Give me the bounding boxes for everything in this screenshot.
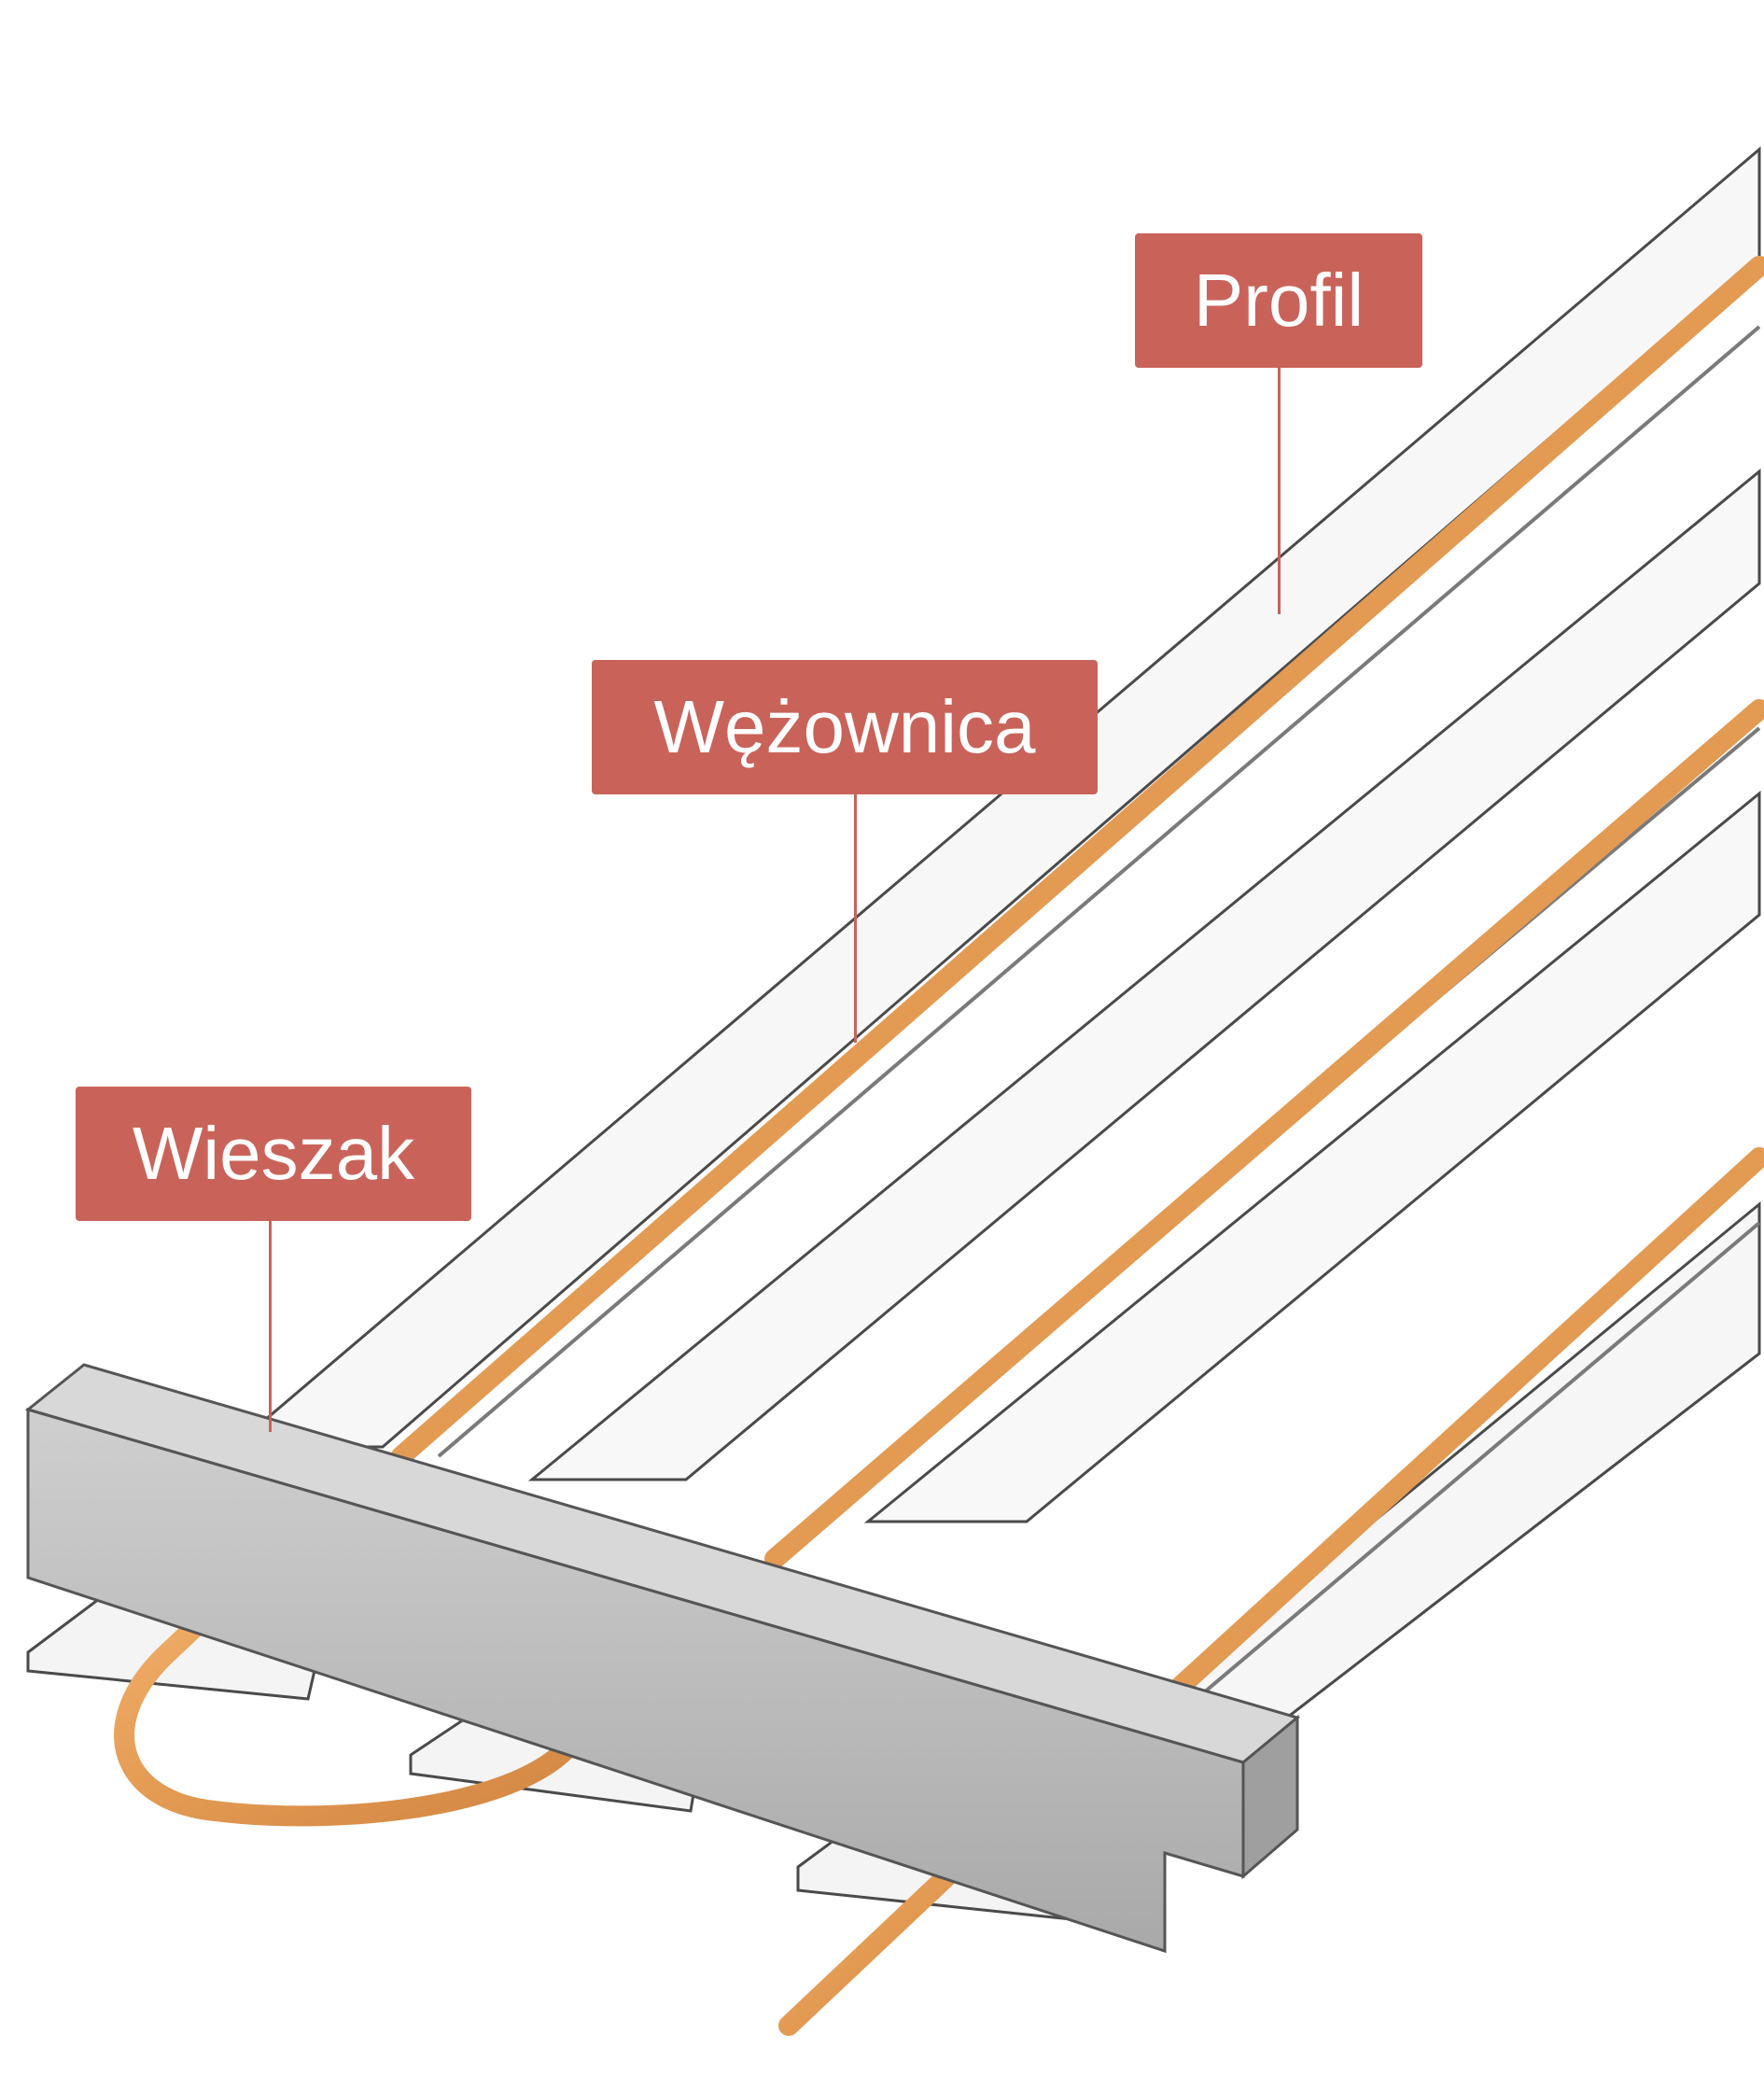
profile-label: Profil [1135, 233, 1422, 368]
pipe-label: Wężownica [592, 660, 1098, 794]
profile-strip-1 [229, 146, 1761, 1449]
pipe-run-2 [764, 699, 1764, 1569]
pipe-leader-line [854, 794, 857, 1043]
hanger-end [1241, 1714, 1299, 1880]
pipe-run-1 [391, 256, 1764, 1467]
hanger-rail [24, 1363, 1301, 1954]
hanger-leader-line [269, 1221, 272, 1432]
pipe-u-bend [114, 1572, 654, 1827]
hanger-label: Wieszak [76, 1087, 471, 1221]
profile-leader-line [1278, 368, 1281, 614]
profile-strip-3 [863, 790, 1761, 1523]
profile-strip-2 [527, 468, 1761, 1481]
pipe-run-3 [1156, 1147, 1764, 1709]
